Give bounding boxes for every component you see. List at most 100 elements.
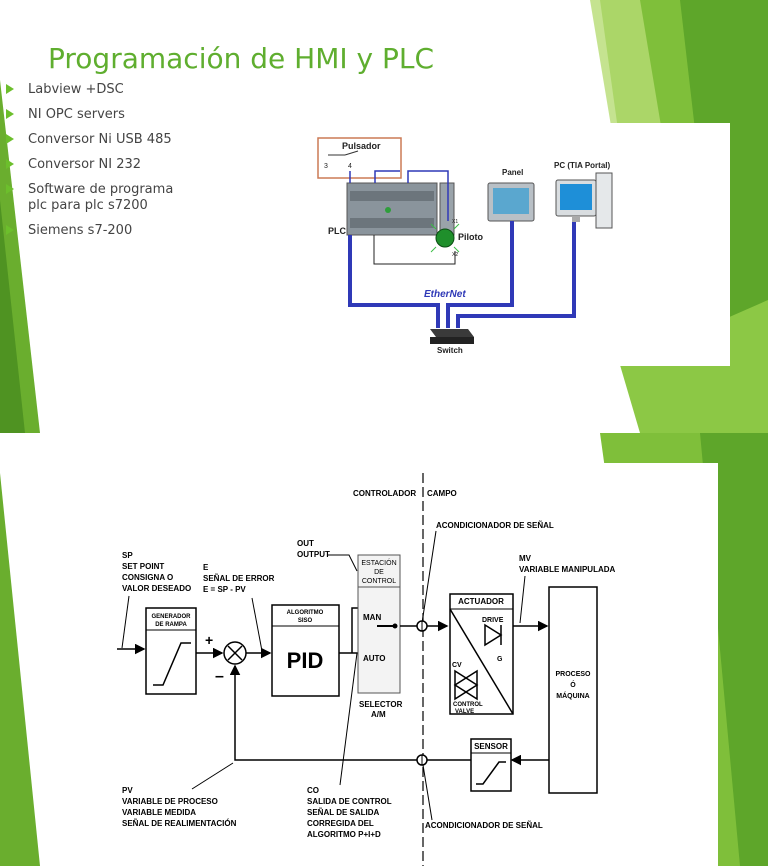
ethernet-cable-panel xyxy=(446,221,514,328)
hmi-panel-screen xyxy=(493,188,529,214)
selector-contact xyxy=(392,623,398,629)
sp-label: SP xyxy=(122,551,133,560)
actuador-block xyxy=(449,593,514,715)
pv-medida-label: VARIABLE MEDIDA xyxy=(122,808,196,817)
generador-rampa-block xyxy=(145,607,197,695)
estacion-label: ESTACIÓN xyxy=(361,558,396,567)
co-senal-label: SEÑAL DE SALIDA xyxy=(307,808,380,817)
lamp-ray xyxy=(430,246,437,253)
plus-sign: + xyxy=(205,632,213,648)
leader-line xyxy=(519,575,526,624)
plc-label: PLC xyxy=(328,226,347,236)
leader-line xyxy=(327,554,358,572)
man-label: MAN xyxy=(363,613,381,622)
proceso-label: PROCESO xyxy=(555,671,591,678)
valve-label: VALVE xyxy=(455,709,474,715)
auto-label: AUTO xyxy=(363,654,386,663)
pv-variable-label: VARIABLE DE PROCESO xyxy=(122,797,218,806)
pc-monitor-screen xyxy=(560,184,592,210)
plc-status-led xyxy=(385,207,391,213)
junction-cross xyxy=(227,645,243,661)
sensor-block xyxy=(470,738,512,792)
ethernet-cable-plc xyxy=(348,235,440,328)
acondicionador-top-label: ACONDICIONADOR DE SEÑAL xyxy=(436,521,554,530)
g-label: G xyxy=(497,656,503,663)
x2-label: X2 xyxy=(452,252,458,258)
mv-variable-label: VARIABLE MANIPULADA xyxy=(519,565,616,574)
leader-line xyxy=(421,530,437,624)
e-label: E xyxy=(203,563,209,572)
pc-tower-icon xyxy=(595,172,613,229)
page-title: Programación de HMI y PLC xyxy=(48,42,435,75)
actuador-diagonal xyxy=(449,608,514,715)
network-diagram-panel: Pulsador 3 4 PLC Piloto X1 X2 Pa xyxy=(290,123,730,366)
bullet-arrow-icon xyxy=(6,159,14,169)
green-band-left xyxy=(0,473,40,866)
control-valve-icon-right xyxy=(453,669,478,701)
pc-label: PC (TIA Portal) xyxy=(554,161,610,170)
sensor-curve-icon xyxy=(476,761,506,785)
co-algoritmo-label: ALGORITMO P+I+D xyxy=(307,830,381,839)
pulsador-frame xyxy=(317,137,402,179)
control-valve-label: CONTROL xyxy=(453,702,483,708)
list-item: NI OPC servers xyxy=(6,107,173,123)
wire xyxy=(373,235,456,265)
pulsador-contact xyxy=(344,150,359,156)
selector-am-label: A/M xyxy=(371,710,386,719)
out-label: OUT xyxy=(297,539,314,548)
plc-expansion-module xyxy=(439,182,455,236)
list-item: Conversor Ni USB 485 xyxy=(6,132,173,148)
pid-diagram: CONTROLADOR CAMPO ACONDICIONADOR DE SEÑA… xyxy=(117,473,616,866)
pid-diagram-panel: CONTROLADOR CAMPO ACONDICIONADOR DE SEÑA… xyxy=(87,463,718,866)
pid-label: PID xyxy=(287,648,324,673)
wire xyxy=(407,170,449,221)
bullet-arrow-icon xyxy=(6,225,14,235)
piloto-lamp-icon xyxy=(435,228,455,248)
estacion-control-block xyxy=(357,554,401,694)
sp-valor-label: VALOR DESEADO xyxy=(122,584,191,593)
plc-terminals-bottom xyxy=(350,218,434,228)
leader-line xyxy=(251,597,263,652)
rampa-label: DE RAMPA xyxy=(155,622,187,628)
panel-label: Panel xyxy=(502,168,523,177)
pv-realimentacion-label: SEÑAL DE REALIMENTACIÓN xyxy=(122,819,237,828)
campo-label: CAMPO xyxy=(427,489,457,498)
co-salida-label: SALIDA DE CONTROL xyxy=(307,797,392,806)
wire xyxy=(374,170,400,183)
leader-line xyxy=(422,764,433,821)
bullet-arrow-icon xyxy=(6,134,14,144)
siso-label: SISO xyxy=(298,618,313,624)
maquina-label: MÁQUINA xyxy=(556,691,589,700)
sp-setpoint-label: SET POINT xyxy=(122,562,164,571)
switch-body xyxy=(430,337,474,344)
bullet-list: Labview +DSC NI OPC servers Conversor Ni… xyxy=(6,82,173,248)
lamp-ray xyxy=(430,223,437,230)
pulsador-label: Pulsador xyxy=(342,141,381,151)
o-label: Ó xyxy=(570,680,576,689)
pid-block xyxy=(271,604,340,697)
x1-label: X1 xyxy=(452,219,458,225)
switch-label: Switch xyxy=(437,346,463,355)
leader-line xyxy=(191,762,234,790)
green-band-bottom xyxy=(620,300,768,433)
list-item: Conversor NI 232 xyxy=(6,157,173,173)
list-item: Labview +DSC xyxy=(6,82,173,98)
co-corregida-label: CORREGIDA DEL xyxy=(307,819,374,828)
drive-thyristor-icon xyxy=(484,623,503,647)
feedback-line xyxy=(229,664,471,761)
terminal-4-label: 4 xyxy=(348,163,352,170)
lamp-ray xyxy=(453,223,460,230)
e-formula-label: E = SP - PV xyxy=(203,585,246,594)
controlador-label: CONTROLADOR xyxy=(353,489,416,498)
lamp-ray xyxy=(453,246,460,253)
e-senal-label: SEÑAL DE ERROR xyxy=(203,574,275,583)
cv-label: CV xyxy=(452,662,462,669)
piloto-label: Piloto xyxy=(458,232,483,242)
pv-label: PV xyxy=(122,786,133,795)
proceso-block xyxy=(548,586,598,794)
co-label: CO xyxy=(307,786,319,795)
actuador-label: ACTUADOR xyxy=(458,597,504,606)
ramp-icon xyxy=(153,642,191,686)
generador-label: GENERADOR xyxy=(151,614,191,620)
control-label: CONTROL xyxy=(362,578,396,585)
